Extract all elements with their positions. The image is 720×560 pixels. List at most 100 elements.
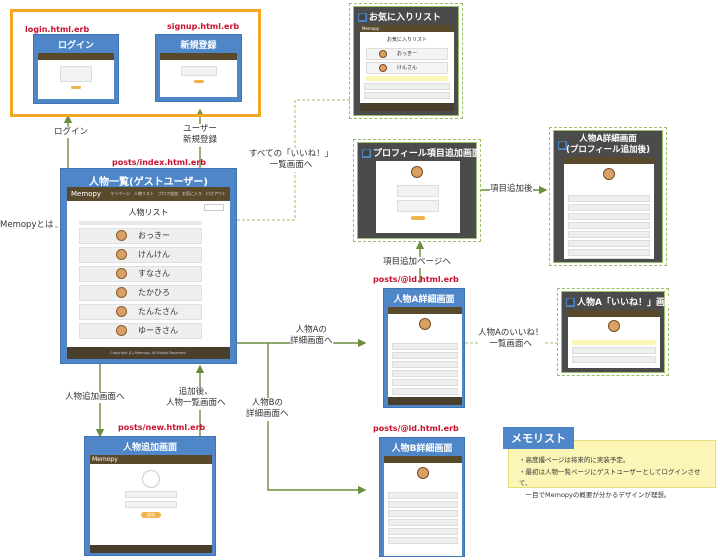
favorites-heading: お気に入りリスト (386, 37, 427, 43)
mock-header (388, 307, 462, 314)
profile-row (388, 492, 458, 499)
avatar (379, 50, 387, 58)
index-mock: Memopy マイページ 人物リスト プロフ追加 お気に入り ログアウト 人物リ… (67, 187, 230, 359)
add-button: 追加 (141, 512, 161, 518)
filename-signup: signup.html.erb (167, 22, 240, 31)
avatar (116, 287, 127, 298)
filename-show-b: posts/@id.html.erb (373, 424, 459, 433)
brand-logo: Memopy (71, 190, 102, 198)
screen-title: 人物一覧(ゲストユーザー) (89, 177, 208, 188)
avatar (608, 320, 620, 332)
login-button (71, 86, 81, 89)
edge-label-login: ログイン (54, 127, 89, 139)
show-b-mock (384, 456, 462, 556)
list-item: おっきー (366, 48, 448, 60)
avatar (116, 249, 127, 260)
list-row (364, 92, 450, 99)
a-likes-dash-border (557, 288, 669, 376)
screen-title: 人物B詳細画面 (391, 444, 453, 454)
profile-row (568, 222, 650, 229)
screen-show-a[interactable]: 人物A詳細画面 (383, 288, 465, 408)
list-item: ゆーきさん (79, 323, 202, 339)
profile-row (568, 258, 650, 259)
mock-header (568, 310, 660, 317)
screen-title: 人物追加画面 (122, 443, 177, 453)
screen-show-b[interactable]: 人物B詳細画面 (379, 437, 465, 557)
signup-button (193, 80, 204, 83)
screen-new[interactable]: 人物追加画面 Memopy 追加 (84, 436, 216, 556)
form-field (397, 200, 439, 212)
divider (79, 221, 202, 225)
mock-header: Memopy (90, 455, 212, 464)
filename-new: posts/new.html.erb (118, 423, 206, 432)
favorites-dash-border (349, 3, 463, 119)
screen-title: ⬛お気に入りリスト (358, 13, 442, 23)
favorites-mock: Memopy お気に入りリスト おっきー けんさん (360, 25, 454, 111)
edge-label-add-page: 項目追加ページへ (383, 257, 451, 269)
avatar (116, 325, 127, 336)
profile-row (392, 343, 458, 350)
screen-icon: ⬛ (358, 13, 367, 22)
screen-title: 新規登録 (180, 41, 217, 51)
edge-label-to-new: 人物追加画面へ (65, 392, 125, 404)
screen-icon: ⬛ (566, 298, 575, 307)
mock-footer (90, 545, 212, 553)
profile-row (388, 519, 458, 526)
filename-show-a: posts/@id.html.erb (373, 275, 459, 284)
login-form (60, 66, 92, 82)
memo-item: 一目でMemopyの概要が分かるデザインが理想。 (519, 491, 671, 500)
memo-note: メモリスト ・高度撮ページは将来的に実装予定。 ・最初は人物一覧ページにゲストユ… (503, 427, 716, 499)
screen-title: ⬛人物A「いいね！」画面 (566, 298, 674, 308)
avatar (116, 306, 127, 317)
edge-label-likes-list: すべての「いいね！」 一覧画面へ (249, 149, 334, 172)
a-likes-mock (568, 310, 660, 368)
screen-favorites[interactable]: ⬛お気に入りリスト Memopy お気に入りリスト おっきー けんさん (353, 6, 459, 116)
avatar (603, 168, 615, 180)
submit-button (411, 216, 425, 220)
avatar (419, 318, 431, 330)
search-box (204, 204, 224, 211)
form-field (397, 185, 439, 197)
edge-label-a-likes: 人物Aのいいね！ 一覧画面へ (478, 328, 544, 351)
avatar (116, 230, 127, 241)
add-item-dash-border (353, 139, 481, 242)
mock-header (384, 456, 462, 463)
form-field (125, 491, 177, 498)
edge-label-signup: ユーザー 新規登録 (183, 124, 218, 147)
screen-add-item[interactable]: ⬛プロフィール項目追加画面 (357, 142, 481, 239)
profile-row (392, 352, 458, 359)
screen-title: ⬛プロフィール項目追加画面 (362, 149, 481, 159)
avatar (411, 166, 423, 178)
profile-row (388, 510, 458, 517)
profile-row (568, 240, 650, 247)
index-header: Memopy マイページ 人物リスト プロフ追加 お気に入り ログアウト (67, 187, 230, 201)
list-item: けんけん (79, 247, 202, 263)
screen-a-likes[interactable]: ⬛人物A「いいね！」画面 (561, 291, 674, 373)
edge-to-b (267, 343, 367, 495)
list-item: けんさん (366, 62, 448, 74)
auth-highlight-box (10, 9, 261, 117)
screen-a-after[interactable]: ⬛ 人物A詳細画面 (プロフィール追加後) (553, 130, 663, 263)
avatar (379, 64, 387, 72)
screen-title: 人物A詳細画面 (プロフィール追加後) (565, 134, 651, 155)
list-row (364, 83, 450, 90)
screen-signup[interactable]: 新規登録 (155, 34, 242, 102)
memo-list: ・高度撮ページは将来的に実装予定。 ・最初は人物一覧ページにゲストユーザーとして… (509, 441, 715, 506)
a-after-mock (564, 157, 654, 259)
edge-label-after-add: 項目追加後 (490, 184, 533, 196)
highlight-row (366, 76, 448, 81)
list-row (572, 356, 656, 363)
list-item: すなさん (79, 266, 202, 282)
screen-title: 人物A詳細画面 (393, 295, 455, 305)
screen-login[interactable]: ログイン (33, 34, 119, 104)
profile-row (392, 388, 458, 395)
profile-row (388, 501, 458, 508)
signup-mock (160, 53, 237, 97)
screen-index[interactable]: 人物一覧(ゲストユーザー) Memopy マイページ 人物リスト プロフ追加 お… (60, 168, 237, 364)
mock-footer (360, 103, 454, 111)
profile-row (568, 249, 650, 256)
mock-header (38, 53, 114, 60)
memo-title: メモリスト (503, 427, 574, 449)
highlight-row (572, 340, 656, 345)
profile-row (388, 528, 458, 535)
